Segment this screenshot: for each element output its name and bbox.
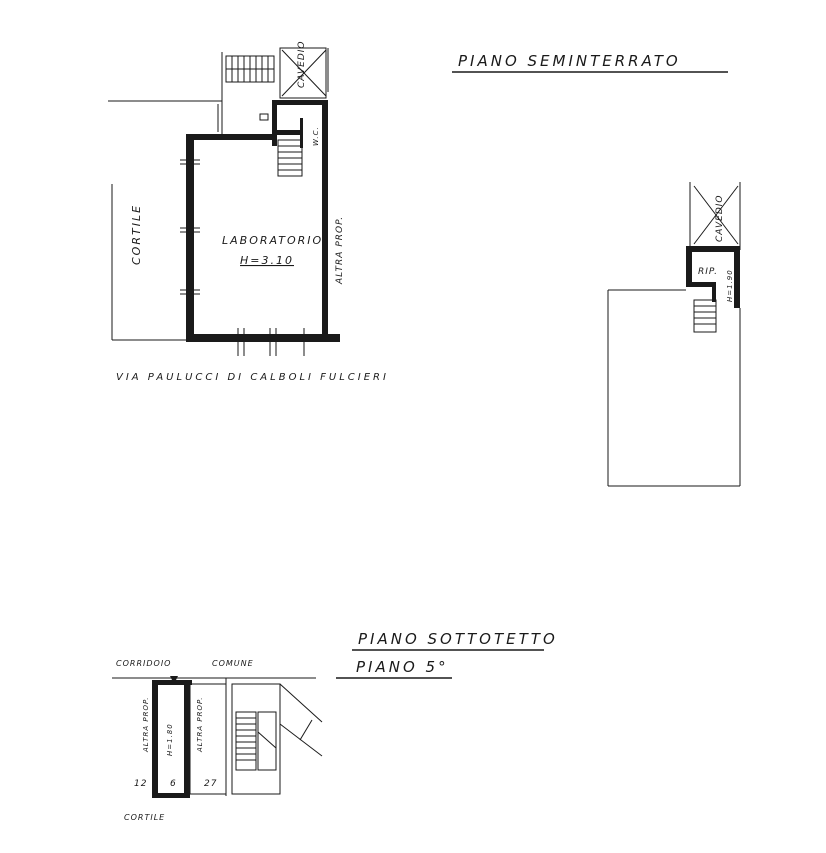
label-cortile-sottotetto: CORTILE bbox=[124, 813, 165, 822]
label-cortile: CORTILE bbox=[130, 204, 143, 265]
staircase-annex bbox=[693, 299, 717, 333]
shaft-cross bbox=[279, 47, 327, 99]
sink-fixture bbox=[259, 113, 269, 121]
staircase-sottotetto bbox=[235, 711, 277, 771]
label-corridoio: CORRIDOIO bbox=[116, 659, 171, 668]
wall-north bbox=[152, 680, 192, 685]
shaft-line bbox=[279, 723, 323, 757]
label-cavedio: CAVEDIO bbox=[297, 40, 307, 88]
stair-well bbox=[231, 683, 281, 795]
label-number-6: 6 bbox=[170, 779, 177, 789]
wall-wc-side bbox=[300, 118, 303, 148]
staircase-lab bbox=[277, 139, 303, 177]
wall-annex-west bbox=[686, 246, 692, 286]
label-altra-prop-right: ALTRA PROP. bbox=[196, 697, 204, 753]
label-altra-prop: ALTRA PROP. bbox=[335, 216, 345, 285]
plan-sottotetto bbox=[112, 676, 323, 798]
wall-wc bbox=[272, 130, 302, 135]
label-altra-prop-left: ALTRA PROP. bbox=[142, 697, 150, 753]
wall-west bbox=[186, 134, 194, 342]
wall-south bbox=[152, 793, 190, 798]
wall-north bbox=[186, 134, 276, 140]
wall-east bbox=[184, 680, 190, 798]
title-sottotetto: PIANO SOTTOTETTO bbox=[358, 630, 558, 648]
label-height-sottotetto: H=1.80 bbox=[166, 723, 174, 756]
wall-north-service bbox=[276, 100, 328, 105]
label-height: H=3.10 bbox=[240, 254, 294, 267]
shaft-line bbox=[279, 683, 323, 723]
label-street: VIA PAULUCCI DI CALBOLI FULCIERI bbox=[116, 372, 389, 383]
label-comune: COMUNE bbox=[212, 659, 254, 668]
staircase-top bbox=[225, 55, 275, 83]
label-number-27: 27 bbox=[204, 779, 217, 789]
wall-annex-mid bbox=[686, 282, 716, 287]
label-number-12: 12 bbox=[134, 779, 147, 789]
plan-seminterrato bbox=[108, 47, 340, 356]
label-rip: RIP. bbox=[698, 267, 718, 277]
label-annex-cavedio: CAVEDIO bbox=[715, 194, 725, 242]
label-wc: W.C. bbox=[312, 126, 320, 146]
wall-service-partition bbox=[272, 100, 277, 146]
wall-south bbox=[186, 334, 340, 342]
wall-east bbox=[322, 100, 328, 342]
label-laboratorio: LABORATORIO bbox=[222, 234, 323, 247]
arrow-marker bbox=[170, 676, 178, 684]
wall-annex-north bbox=[686, 246, 740, 252]
shaft-line bbox=[299, 719, 313, 741]
wall-annex-mid bbox=[712, 282, 716, 302]
title-seminterrato: PIANO SEMINTERRATO bbox=[458, 52, 681, 70]
plan-annex bbox=[607, 182, 741, 487]
wall-annex-east bbox=[734, 246, 740, 308]
shaft-cross bbox=[693, 185, 739, 245]
label-annex-height: H=1.90 bbox=[726, 269, 734, 302]
label-piano-5: PIANO 5° bbox=[356, 658, 449, 676]
wall-west bbox=[152, 680, 158, 798]
